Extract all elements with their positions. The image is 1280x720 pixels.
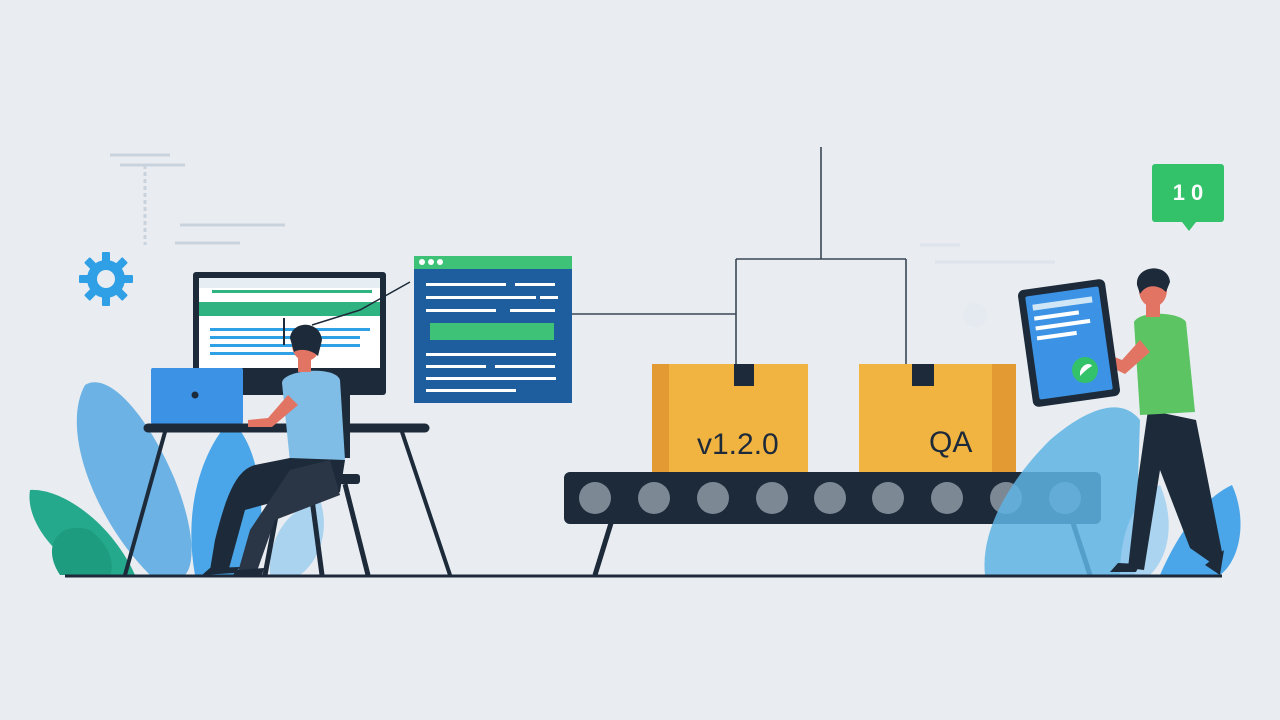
- laptop-icon: [151, 368, 243, 424]
- box-1-label: v1.2.0: [697, 428, 779, 461]
- gear-icon: [79, 252, 133, 306]
- tablet-icon: [1017, 279, 1121, 407]
- connector-line: [311, 281, 411, 326]
- browser-window-icon: [414, 256, 572, 403]
- monitor-icon: [193, 272, 386, 395]
- faint-annotation-lines-right: [920, 243, 1055, 327]
- notification-badge-label: 1 0: [1172, 180, 1204, 205]
- box-2-label: QA: [929, 426, 973, 459]
- faint-annotation-lines: [110, 153, 285, 245]
- developer-person: [202, 324, 345, 577]
- package-box-2: [859, 364, 1016, 472]
- connector-lines: [572, 147, 907, 365]
- check-icon: [1072, 357, 1098, 383]
- left-plants: [29, 382, 324, 575]
- package-box-1: [652, 364, 808, 472]
- tester-person: [1088, 268, 1224, 575]
- desk: [123, 423, 452, 576]
- notification-badge: 1 0: [1152, 164, 1224, 231]
